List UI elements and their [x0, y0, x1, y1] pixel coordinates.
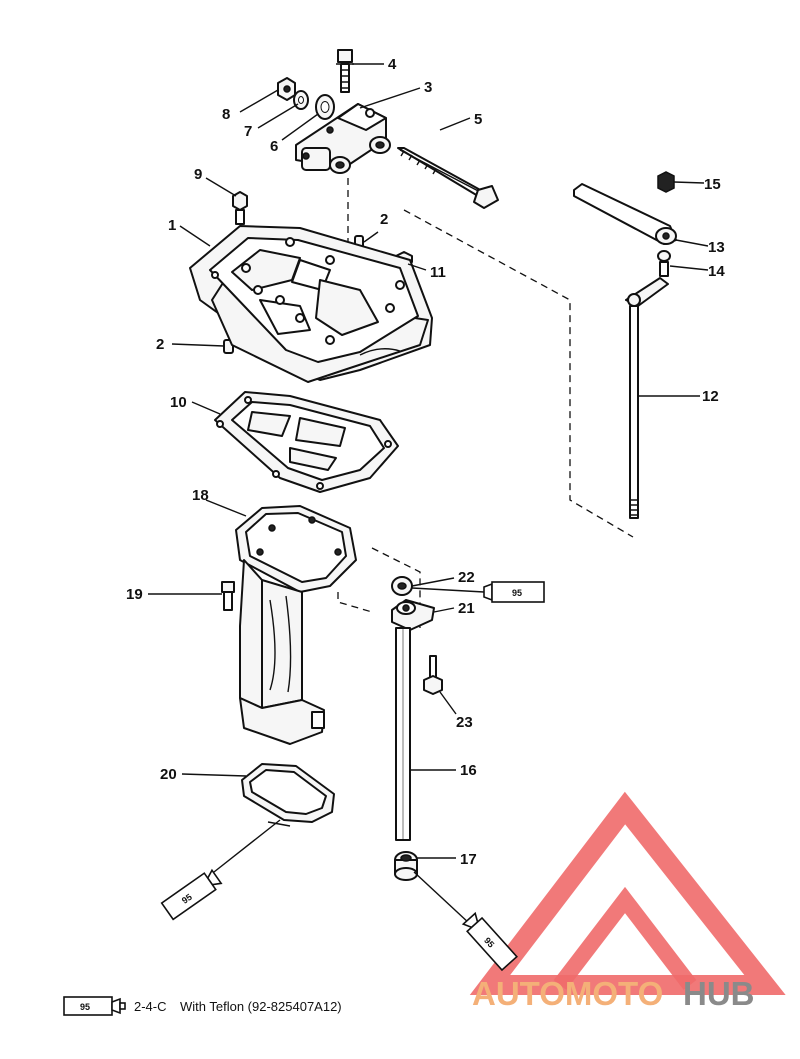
legend-code: 2-4-C — [134, 999, 167, 1014]
callout-14: 14 — [708, 263, 725, 280]
automotohub-logo: AUTOMOTO HUB — [469, 791, 786, 1012]
callout-13: 13 — [708, 239, 725, 256]
part-long-bolt-5 — [397, 147, 499, 209]
part-grommet-22 — [391, 576, 413, 596]
part-washer-14 — [657, 250, 671, 277]
callout-5: 5 — [474, 111, 482, 128]
leader-lines — [148, 63, 709, 859]
tube-label-95: 95 — [512, 588, 522, 598]
brand-text-automoto: AUTOMOTO — [472, 975, 663, 1012]
tube-label-95: 95 — [482, 935, 496, 949]
callout-12: 12 — [702, 388, 719, 405]
callout-11: 11 — [430, 264, 446, 281]
callout-16: 16 — [460, 762, 477, 779]
part-bracket-3 — [295, 103, 391, 174]
part-bolt-9 — [232, 191, 248, 225]
part-shift-shaft-12 — [625, 277, 669, 519]
callout-6: 6 — [270, 138, 278, 155]
part-screw-23 — [423, 655, 443, 695]
part-washer-7 — [293, 90, 309, 110]
callout-22: 22 — [458, 569, 475, 586]
part-nut-15 — [657, 171, 675, 193]
part-shift-shaft-16 — [395, 627, 411, 841]
sealant-tube-near-17: 95 — [413, 871, 518, 972]
part-lever-13 — [573, 183, 677, 245]
callout-2-lower: 2 — [156, 336, 164, 353]
sealant-tube-near-22: 95 — [411, 581, 545, 603]
callout-4: 4 — [388, 56, 397, 73]
callout-17: 17 — [460, 851, 477, 868]
callout-10: 10 — [170, 394, 187, 411]
callout-18: 18 — [192, 487, 209, 504]
part-driveshaft-housing-18 — [235, 505, 357, 745]
part-nut-8 — [277, 77, 296, 101]
callout-numbers: 4 3 5 8 7 6 9 1 2 11 2 10 15 13 14 12 18… — [126, 56, 725, 868]
part-bushing-holder-21 — [391, 599, 435, 631]
part-bushing-17 — [394, 851, 418, 881]
part-washer-6 — [315, 94, 335, 120]
legend-tube-label: 95 — [80, 1002, 90, 1012]
callout-23: 23 — [456, 714, 473, 731]
assembly-dashed-lines — [337, 178, 634, 628]
callout-8: 8 — [222, 106, 230, 123]
part-seal-20 — [241, 763, 335, 827]
callout-19: 19 — [126, 586, 143, 603]
callout-7: 7 — [244, 123, 252, 140]
part-bolt-19 — [221, 581, 235, 611]
part-bolt-4 — [336, 49, 354, 93]
sealant-tube-near-20: 95 — [160, 819, 281, 921]
callout-2-upper: 2 — [380, 211, 388, 228]
callout-15: 15 — [704, 176, 721, 193]
sealant-legend: 95 2-4-C With Teflon (92-825407A12) — [63, 996, 342, 1016]
legend-description: With Teflon (92-825407A12) — [180, 999, 342, 1014]
callout-1: 1 — [168, 217, 176, 234]
callout-9: 9 — [194, 166, 202, 183]
callout-21: 21 — [458, 600, 475, 617]
brand-text-hub: HUB — [683, 975, 755, 1012]
callout-3: 3 — [424, 79, 432, 96]
callout-20: 20 — [160, 766, 177, 783]
part-gasket-10 — [214, 391, 399, 493]
tube-label-95: 95 — [180, 892, 194, 906]
part-adapter-plate-1 — [189, 225, 433, 383]
